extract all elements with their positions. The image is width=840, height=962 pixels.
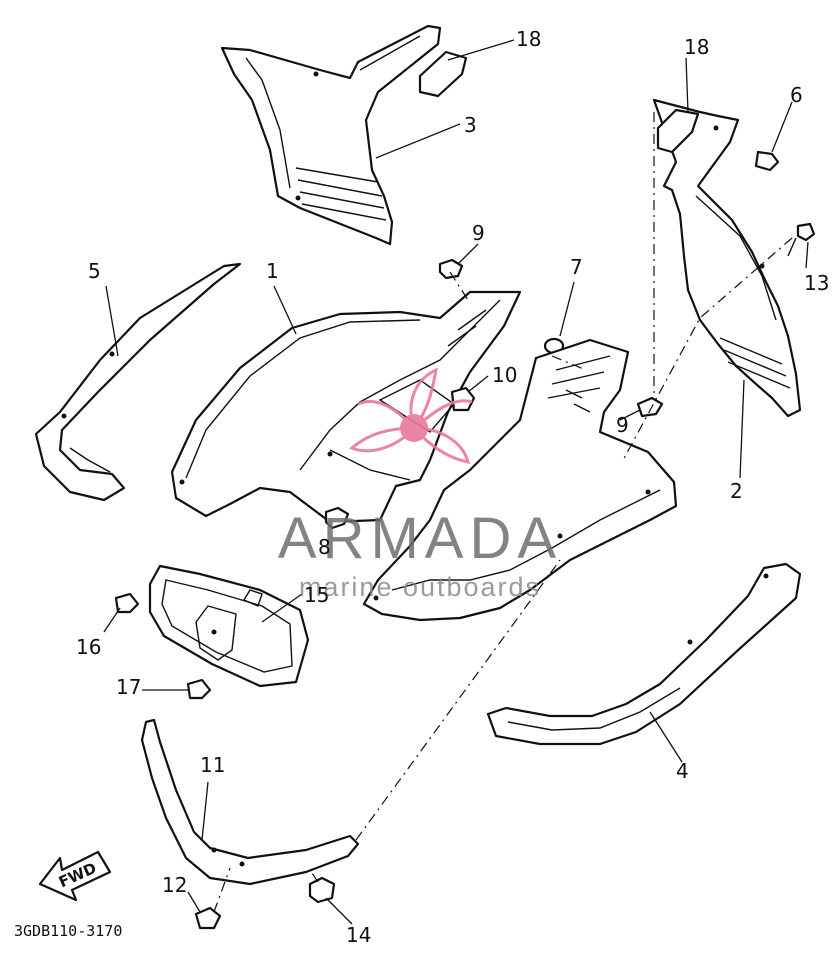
screw-part-9-right[interactable] — [636, 396, 664, 418]
bolt-part-10[interactable] — [450, 386, 476, 412]
support-bar-part-11[interactable] — [140, 718, 360, 886]
callout-18-right: 18 — [684, 35, 709, 59]
callout-12: 12 — [162, 873, 187, 897]
leader-lines — [103, 39, 809, 925]
callout-numbers: 18 3 5 1 9 7 18 6 13 10 9 2 8 15 16 17 4… — [76, 27, 829, 947]
callout-1: 1 — [266, 259, 279, 283]
callout-17: 17 — [116, 675, 141, 699]
callout-7: 7 — [570, 255, 583, 279]
right-flap-part-4[interactable] — [486, 562, 802, 746]
callout-2: 2 — [730, 479, 743, 503]
callout-8: 8 — [318, 535, 331, 559]
callout-18-left: 18 — [516, 27, 541, 51]
left-flap-part-5[interactable] — [34, 262, 242, 502]
callout-5: 5 — [88, 259, 101, 283]
pad-part-18-left[interactable] — [418, 50, 468, 98]
callout-6: 6 — [790, 83, 803, 107]
bolt-part-17[interactable] — [186, 678, 212, 700]
bolt-part-12[interactable] — [194, 906, 222, 930]
bracket-part-15[interactable] — [148, 564, 310, 688]
screw-part-13[interactable] — [787, 222, 816, 257]
watermark-subtitle: marine outboards — [299, 572, 541, 602]
left-side-cover-part-3[interactable] — [220, 24, 442, 246]
front-fender-body[interactable] — [362, 338, 678, 622]
callout-15: 15 — [304, 583, 329, 607]
callout-3: 3 — [464, 113, 477, 137]
callout-9-right: 9 — [616, 413, 629, 437]
assembly-lines — [213, 112, 793, 913]
callout-13: 13 — [804, 271, 829, 295]
callout-4: 4 — [676, 759, 689, 783]
screw-part-9-upper[interactable] — [438, 258, 464, 280]
callout-16: 16 — [76, 635, 101, 659]
callout-11: 11 — [200, 753, 225, 777]
clip-part-8[interactable] — [324, 506, 350, 530]
right-side-cover-part-2[interactable] — [652, 98, 802, 418]
callout-10: 10 — [492, 363, 517, 387]
callout-14: 14 — [346, 923, 371, 947]
diagram-code: 3GDB110-3170 — [14, 922, 122, 940]
bolt-part-16[interactable] — [114, 592, 140, 614]
forward-arrow: FWD — [38, 850, 112, 902]
nut-part-14[interactable] — [308, 876, 336, 904]
bolt-part-6[interactable] — [754, 150, 780, 172]
callout-9-upper: 9 — [472, 221, 485, 245]
pad-part-18-right[interactable] — [656, 108, 700, 154]
watermark-title: ARMADA — [278, 506, 562, 571]
armada-logo — [349, 367, 473, 464]
